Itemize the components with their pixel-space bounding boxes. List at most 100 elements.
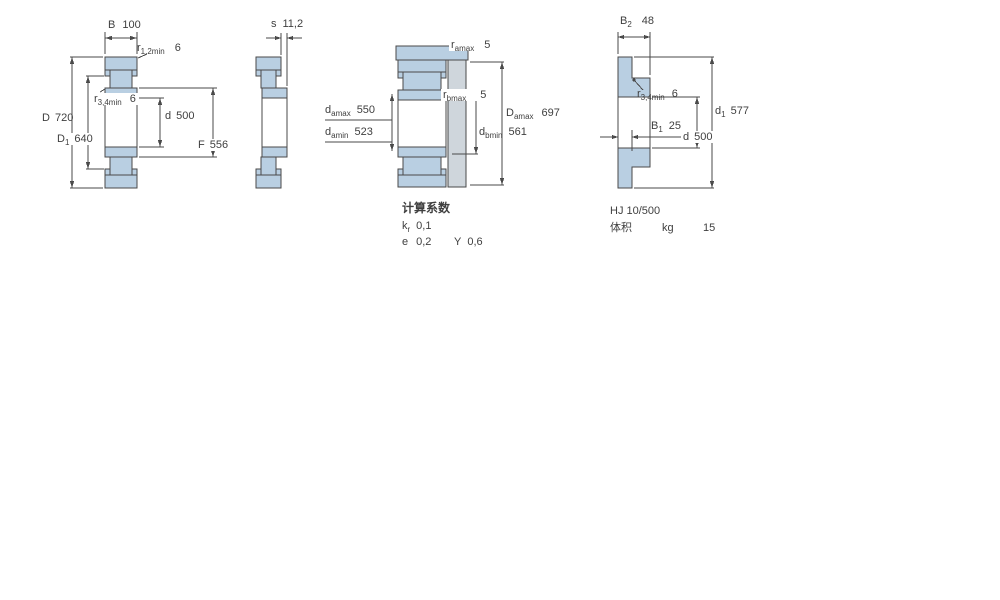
ring-mass-label: 体积	[610, 222, 632, 234]
dim-label-r34min: r3,4min 6	[637, 88, 678, 103]
arrowhead	[69, 181, 75, 188]
factor-value: 0,1	[416, 220, 432, 232]
arrowhead	[694, 97, 700, 104]
roller-lower	[402, 156, 442, 176]
dim-symbol: d	[479, 126, 486, 138]
outer-ring-lower	[255, 174, 282, 189]
dim-value: 25	[668, 120, 682, 132]
dim-value: 100	[122, 19, 141, 31]
dim-value: 5	[484, 39, 491, 51]
factor-symbol: k	[402, 220, 408, 232]
dim-label-r12min: r1,2min 6	[137, 42, 181, 57]
arrowhead	[85, 76, 91, 83]
dim-symbol: r	[637, 88, 641, 100]
dim-subscript: bmin	[485, 131, 503, 141]
outer-ring-lower	[397, 174, 447, 188]
factor-subscript: r	[407, 225, 411, 235]
arrowhead	[709, 57, 715, 64]
roller-upper	[109, 69, 133, 89]
arrowhead	[287, 35, 293, 41]
dim-symbol: d	[715, 105, 722, 117]
figure3-mounting-section	[395, 45, 469, 188]
figure2-dimension-lines	[266, 33, 302, 86]
figure2-bearing-section	[255, 56, 288, 189]
dim-symbol: d	[165, 110, 172, 122]
dim-symbol: r	[94, 93, 98, 105]
arrowhead	[709, 181, 715, 188]
dim-symbol: B	[108, 19, 116, 31]
dim-symbol: D	[42, 112, 50, 124]
dim-value: 6	[174, 42, 181, 54]
arrowhead	[85, 162, 91, 169]
roller-lower	[109, 156, 133, 176]
dim-subscript: 3,4min	[97, 98, 122, 108]
outer-ring-flange	[397, 71, 404, 79]
dim-value: 500	[694, 131, 713, 143]
dim-value: 48	[641, 15, 655, 27]
inner-ring-lower	[104, 146, 138, 158]
figure1-dimension-lines	[69, 32, 217, 189]
outer-ring-flange	[397, 168, 404, 176]
dim-value: 561	[508, 126, 527, 138]
figure4-dimension-lines	[600, 32, 715, 189]
arrowhead	[632, 134, 638, 140]
ring-designation: HJ 10/500	[610, 205, 661, 217]
outer-ring-upper	[397, 59, 447, 73]
dim-label-dbmin: dbmin 561	[479, 126, 527, 141]
dim-symbol: B	[620, 15, 628, 27]
outer-ring-flange	[440, 71, 447, 79]
dim-value: 5	[480, 89, 487, 101]
roller-upper	[260, 69, 277, 89]
arrowhead	[389, 144, 395, 151]
outer-ring-lower	[104, 174, 138, 189]
outer-ring-flange	[131, 168, 138, 176]
dim-label-B2: B2 48	[620, 15, 655, 30]
leader-line-r34	[633, 79, 644, 91]
arrowhead	[389, 94, 395, 101]
arrowhead	[105, 35, 112, 41]
dim-symbol: s	[271, 18, 277, 30]
outer-ring-flange	[275, 69, 282, 77]
arrowhead	[157, 98, 163, 105]
arrowhead	[618, 34, 624, 40]
dim-value: 523	[354, 126, 373, 138]
arrowhead	[130, 35, 137, 41]
dim-subscript: 2	[627, 20, 632, 30]
ring-mass-value: 15	[703, 222, 716, 234]
angle-ring-lower	[617, 147, 651, 189]
dim-subscript: amax	[331, 109, 351, 119]
inner-ring-lower-displaced	[261, 146, 288, 158]
dim-subscript: 1,2min	[140, 47, 165, 57]
dim-subscript: amax	[513, 112, 534, 122]
dim-value: 6	[671, 88, 678, 100]
inner-ring-lower	[397, 146, 447, 158]
dim-subscript: 3,4min	[640, 93, 665, 103]
outer-ring-flange	[104, 69, 111, 77]
outer-ring-flange	[131, 69, 138, 77]
dim-value: 720	[54, 112, 74, 124]
figure4-angle-ring-section	[617, 56, 651, 189]
dim-value: 11,2	[282, 18, 304, 30]
dim-subscript: 1	[658, 125, 663, 135]
arrowhead	[69, 57, 75, 64]
dim-value: 550	[356, 104, 376, 116]
dim-symbol: r	[451, 39, 455, 51]
dim-subscript: amin	[331, 131, 349, 141]
ring-mass-unit: kg	[662, 222, 674, 234]
dim-symbol: r	[137, 42, 141, 54]
factor-symbol: Y	[454, 236, 462, 248]
factor-kr: kr 0,1	[402, 220, 432, 235]
inner-ring-upper-displaced	[261, 87, 288, 99]
arrowhead	[210, 88, 216, 95]
outer-ring-flange	[255, 168, 262, 176]
